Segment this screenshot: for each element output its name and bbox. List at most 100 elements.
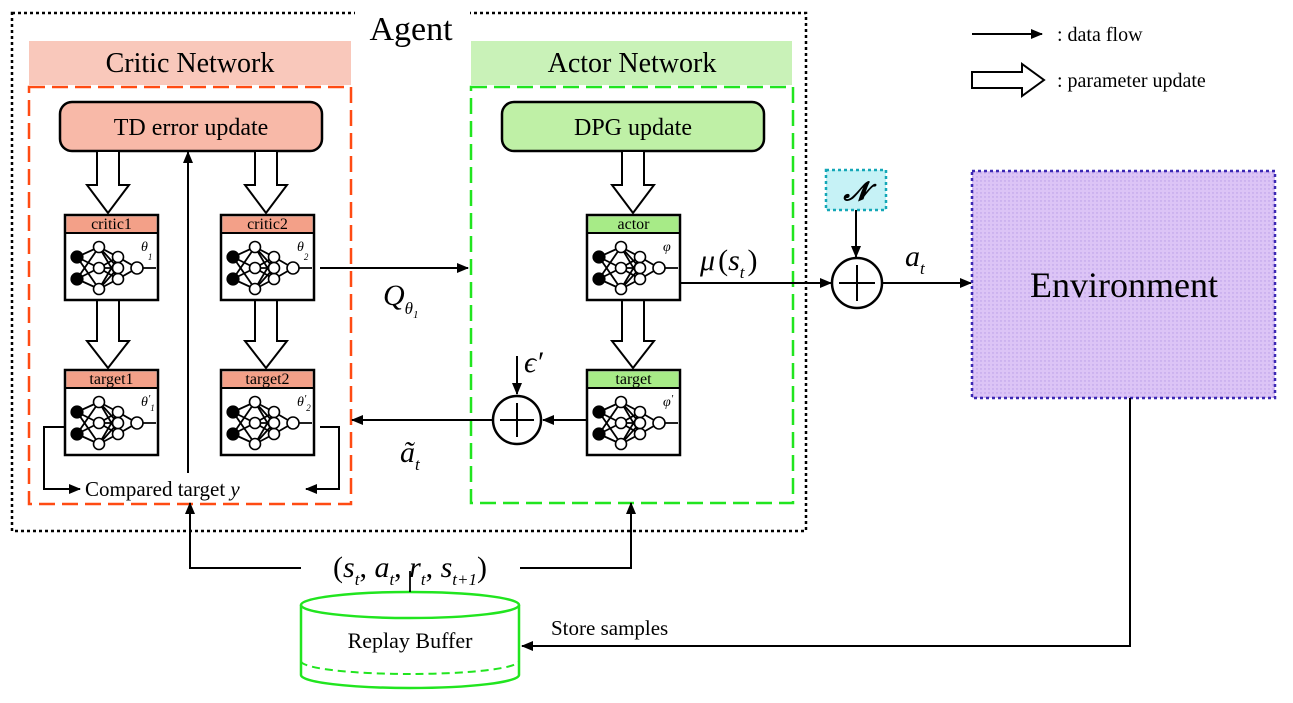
net-param-symbol: φ′ [663, 393, 674, 410]
epsilon-label: ϵ′ [524, 346, 543, 379]
net-hidden-node [248, 261, 262, 275]
agent-title: Agent [369, 11, 453, 48]
net-hidden-node [614, 240, 628, 254]
net-hidden-node [111, 416, 125, 430]
net-hidden-node [111, 272, 125, 286]
net-input-node [592, 272, 606, 286]
net-hidden-node [633, 427, 647, 441]
net-box-header [222, 371, 313, 388]
q-value-flow: Qθ1 [320, 263, 469, 321]
sample-flow: (st, at, rt, st+1) [185, 502, 636, 592]
net-box-header [588, 216, 679, 233]
network-critic2: critic2 θ2 [219, 213, 316, 302]
net-hidden-node [267, 427, 281, 441]
net-hidden-node [111, 405, 125, 419]
legend-parameter-update-arrow [971, 62, 1046, 98]
net-box-label: target1 [89, 371, 133, 388]
replay-buffer: Replay Buffer [299, 590, 521, 690]
compared-target-label: Compared target y [85, 477, 240, 501]
net-hidden-node [92, 282, 106, 296]
legend-parameter-update-label: : parameter update [1057, 70, 1206, 92]
net-output-node [130, 416, 144, 430]
store-samples-flow: Store samples [521, 398, 1131, 651]
net-box-header [588, 371, 679, 388]
critic-internal-flow: Compared target y [43, 151, 340, 501]
net-box-label: critic2 [247, 216, 288, 233]
arrow-target1-to-compared [43, 426, 81, 494]
net-input-node [70, 250, 84, 264]
net-hidden-node [267, 272, 281, 286]
param-arrow-critic1-to-target1 [84, 299, 132, 370]
param-arrow-dpg-to-actor [610, 150, 656, 215]
net-hidden-node [267, 416, 281, 430]
net-hidden-node [614, 282, 628, 296]
net-box-label: actor [618, 216, 651, 233]
net-hidden-node [614, 395, 628, 409]
net-param-symbol: θ1 [141, 240, 152, 262]
arrow-tuple-to-actor [520, 502, 636, 569]
store-samples-label: Store samples [551, 616, 668, 640]
sample-tuple-label: (st, at, rt, st+1) [333, 551, 487, 589]
net-input-node [592, 405, 606, 419]
arrow-environment-to-buffer [521, 398, 1131, 651]
net-hidden-node [248, 395, 262, 409]
net-hidden-node [92, 261, 106, 275]
net-param-symbol: θ2 [297, 240, 309, 262]
net-input-node [70, 405, 84, 419]
arrow-target2-to-compared [305, 426, 340, 494]
net-hidden-node [633, 272, 647, 286]
net-output-node [130, 261, 144, 275]
net-box-label: target [615, 371, 652, 388]
replay-buffer-body [299, 605, 521, 690]
net-input-node [226, 427, 240, 441]
net-hidden-node [111, 261, 125, 275]
net-box-header [66, 216, 157, 233]
arrow-tuple-to-critic [185, 502, 301, 569]
net-hidden-node [633, 405, 647, 419]
q-value-label: Qθ1 [383, 279, 419, 321]
param-arrow-critic2-to-target2 [242, 299, 290, 370]
parameter-update-arrows [84, 150, 657, 370]
legend-data-flow-label: : data flow [1057, 24, 1143, 46]
net-param-symbol: θ′1 [141, 393, 155, 413]
net-input-node [592, 250, 606, 264]
noise-box [824, 168, 888, 212]
net-output-node [652, 416, 666, 430]
net-param-symbol: φ [663, 240, 671, 255]
net-input-node [70, 272, 84, 286]
net-hidden-node [111, 250, 125, 264]
net-hidden-node [111, 427, 125, 441]
net-hidden-node [92, 240, 106, 254]
param-arrow-td-to-critic2 [243, 150, 289, 215]
legend: : data flow : parameter update [971, 24, 1206, 98]
environment: Environment [970, 169, 1277, 400]
dpg-update-label: DPG update [574, 115, 692, 141]
replay-buffer-label: Replay Buffer [348, 628, 474, 653]
net-param-symbol: θ′2 [297, 393, 311, 413]
network-target1: target1 θ′1 [63, 368, 160, 457]
a-tilde-label: ãt [400, 436, 421, 474]
replay-buffer-top [299, 590, 521, 620]
net-output-node [286, 416, 300, 430]
critic-title: Critic Network [106, 48, 275, 79]
net-hidden-node [267, 405, 281, 419]
net-hidden-node [267, 261, 281, 275]
environment-label: Environment [1030, 265, 1218, 305]
net-output-node [652, 261, 666, 275]
net-box-header [66, 371, 157, 388]
td-error-update-label: TD error update [114, 115, 269, 141]
actor-header [471, 41, 792, 85]
agent-title-bg [355, 10, 470, 48]
param-arrow-td-to-critic1 [85, 150, 131, 215]
net-box-header [222, 216, 313, 233]
critic-section: Critic Network TD error update [27, 41, 353, 506]
replay-buffer-inner-line [300, 660, 520, 675]
actor-section: Actor Network DPG update [469, 41, 795, 505]
critic-header [29, 41, 351, 85]
net-hidden-node [614, 416, 628, 430]
net-hidden-node [248, 437, 262, 451]
net-hidden-node [248, 282, 262, 296]
actor-title: Actor Network [548, 48, 717, 79]
